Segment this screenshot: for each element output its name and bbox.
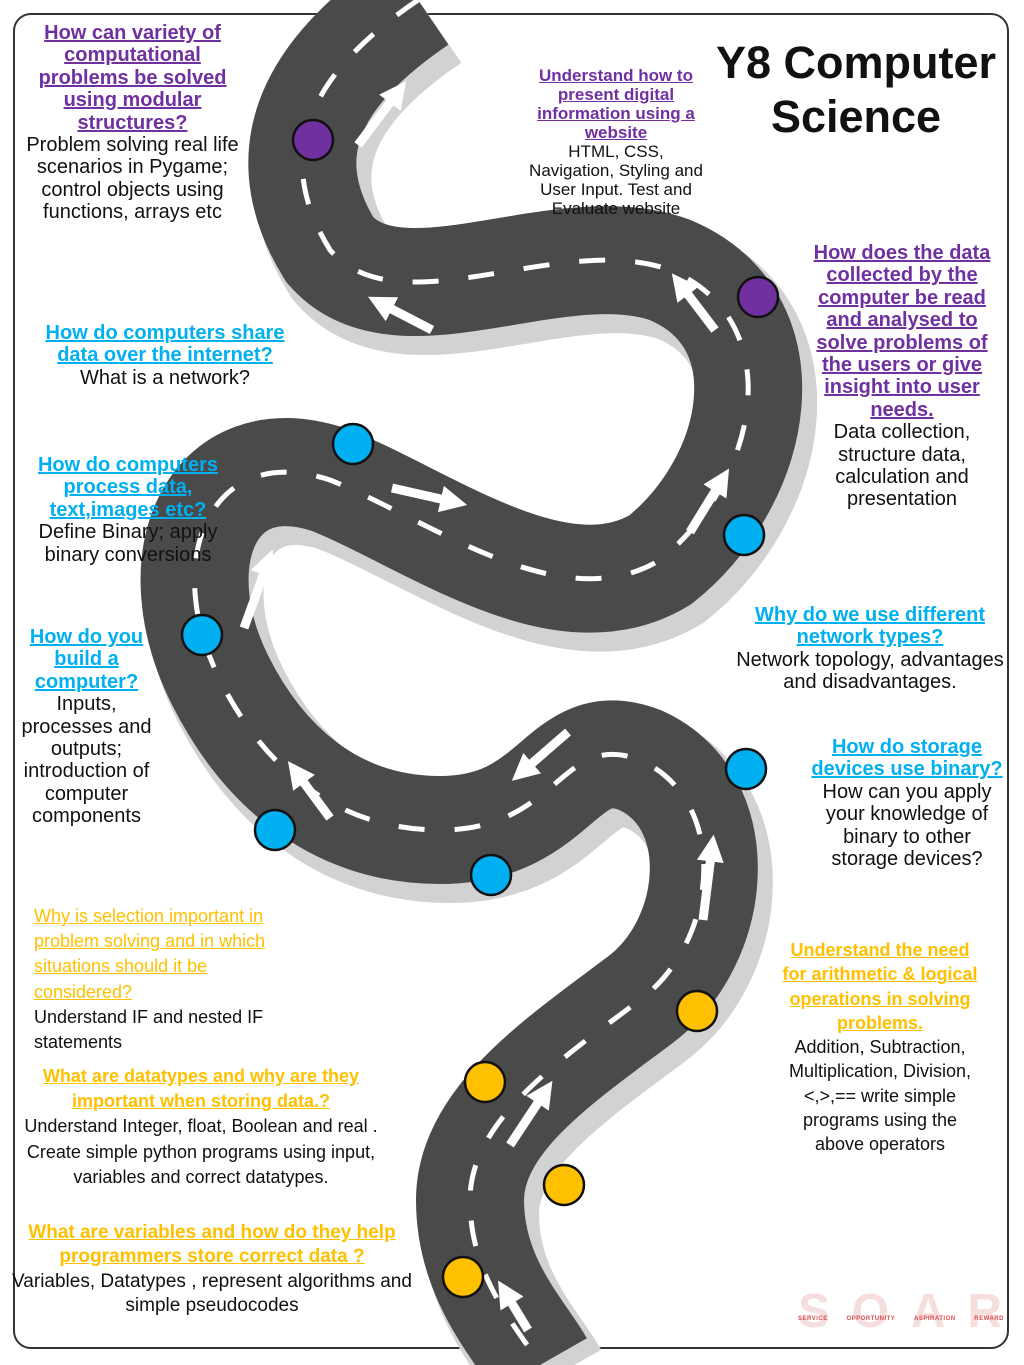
topic-question-link[interactable]: How do computers share data over the int… [45, 322, 285, 367]
milestone-dot [331, 422, 375, 466]
topic-question-link[interactable]: How do you build a computer? [29, 626, 144, 693]
topic-detail: Understand Integer, float, Boolean and r… [24, 1116, 378, 1187]
topic-question-link[interactable]: Why do we use different network types? [754, 604, 986, 649]
milestone-dot [469, 853, 513, 897]
milestone-dot [724, 747, 768, 791]
milestone-dot [736, 275, 780, 319]
milestone-dot [180, 613, 224, 657]
topic-question-link[interactable]: How do storage devices use binary? [811, 736, 1003, 781]
topic-datatypes: What are datatypes and why are they impo… [12, 1064, 390, 1190]
arrow-icon [368, 296, 435, 334]
topic-storage: How do storage devices use binary? How c… [808, 736, 1006, 870]
topic-question-link[interactable]: Understand how to present digital inform… [537, 66, 695, 143]
topic-detail: Understand IF and nested IF statements [34, 1006, 264, 1052]
topic-question-link[interactable]: What are datatypes and why are they impo… [42, 1066, 360, 1112]
topic-binary: How do computers process data, text,imag… [28, 454, 228, 566]
topic-data-analysis: How does the data collected by the compu… [812, 242, 992, 511]
topic-build-computer: How do you build a computer? Inputs, pro… [14, 626, 159, 828]
topic-detail: Data collection, structure data, calcula… [833, 421, 971, 511]
milestone-dot [542, 1163, 586, 1207]
topic-network-types: Why do we use different network types? N… [726, 604, 1014, 694]
arrow-icon [686, 468, 730, 535]
topic-arithmetic: Understand the need for arithmetic & log… [782, 938, 978, 1157]
soar-logo: S O A R SERVICE OPPORTUNITY ASPIRATION R… [798, 1285, 1004, 1340]
arrow-icon [506, 1080, 553, 1148]
topic-question-link[interactable]: How can variety of computational problem… [38, 22, 227, 134]
topic-internet: How do computers share data over the int… [40, 322, 290, 389]
page-title: Y8 Computer Science [715, 37, 997, 142]
topic-detail: Inputs, processes and outputs; introduct… [21, 693, 152, 828]
milestone-dot [722, 513, 766, 557]
milestone-dot [441, 1255, 485, 1299]
topic-detail: Variables, Datatypes , represent algorit… [12, 1270, 412, 1316]
topic-selection: Why is selection important in problem so… [34, 904, 296, 1055]
arrow-icon [239, 549, 277, 630]
arrow-icon [511, 728, 571, 781]
milestones [180, 118, 780, 1299]
topic-detail: What is a network? [79, 366, 251, 389]
milestone-dot [291, 118, 335, 162]
topic-detail: Problem solving real life scenarios in P… [26, 133, 239, 224]
topic-question-link[interactable]: How does the data collected by the compu… [813, 242, 991, 421]
arrow-icon [696, 834, 724, 921]
topic-detail: How can you apply your knowledge of bina… [822, 780, 992, 870]
topic-modular: How can variety of computational problem… [20, 22, 245, 224]
topic-question-link[interactable]: How do computers process data, text,imag… [37, 454, 218, 521]
arrow-icon [671, 273, 719, 333]
topic-question-link[interactable]: What are variables and how do they help … [28, 1222, 396, 1268]
arrow-icon [354, 81, 407, 148]
soar-words: SERVICE OPPORTUNITY ASPIRATION REWARD [798, 1316, 1004, 1322]
milestone-dot [675, 989, 719, 1033]
arrow-icon [391, 483, 468, 513]
road-surface [140, 0, 803, 1365]
arrow-icon [498, 1280, 532, 1333]
topic-website: Understand how to present digital inform… [524, 66, 708, 218]
topic-detail: Define Binary; apply binary conversions [38, 521, 218, 566]
topic-detail: Network topology, advantages and disadva… [736, 648, 1004, 694]
milestone-dot [253, 808, 297, 852]
topic-detail: HTML, CSS, Navigation, Styling and User … [529, 142, 703, 219]
soar-letters: S O A R [798, 1285, 1004, 1338]
topic-question-link[interactable]: Understand the need for arithmetic & log… [782, 940, 978, 1033]
arrow-icon [287, 761, 334, 821]
milestone-dot [463, 1060, 507, 1104]
topic-question-link[interactable]: Why is selection important in problem so… [34, 906, 266, 1002]
topic-variables: What are variables and how do they help … [12, 1221, 412, 1318]
topic-detail: Addition, Subtraction, Multiplication, D… [788, 1037, 972, 1155]
direction-arrows [239, 81, 730, 1333]
